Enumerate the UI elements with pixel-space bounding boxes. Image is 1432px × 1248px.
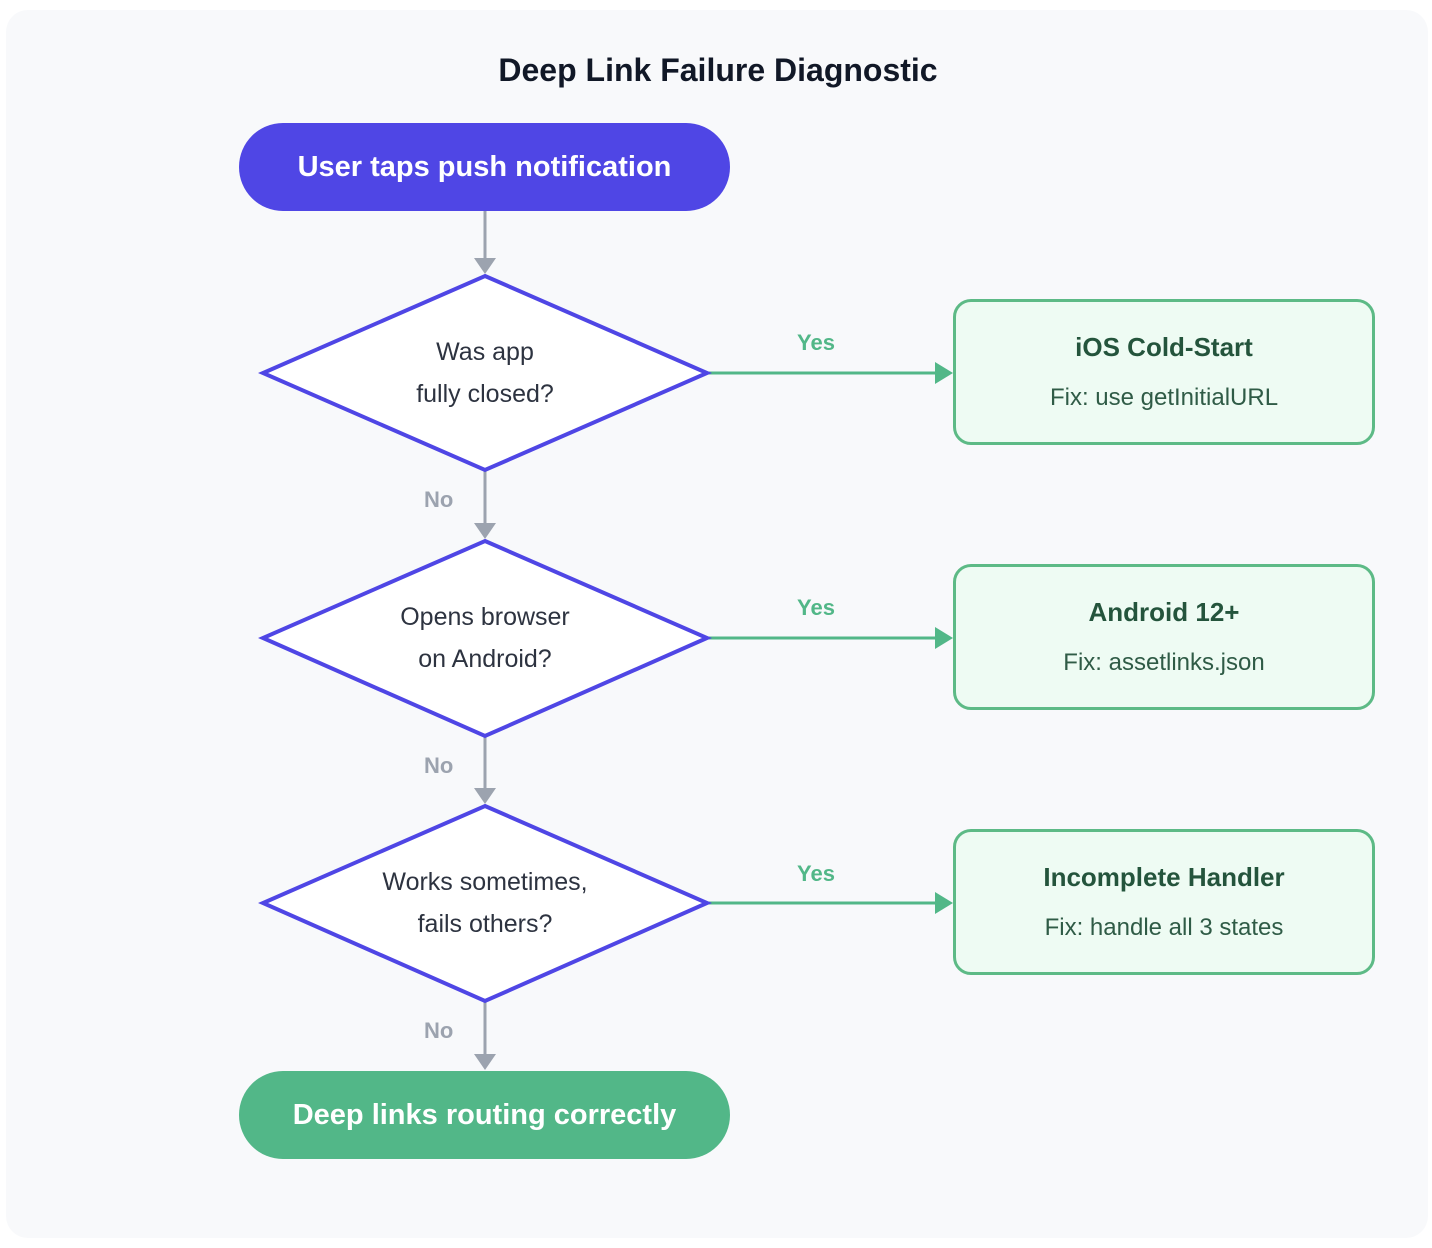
- arrowhead-icon: [935, 362, 953, 384]
- decision-text-line: on Android?: [418, 645, 552, 673]
- diagram-title: Deep Link Failure Diagnostic: [498, 52, 938, 88]
- decision-text-line: Opens browser: [400, 603, 570, 631]
- decision-text-line: Was app: [436, 338, 534, 366]
- branch-label-no: No: [424, 753, 454, 778]
- connector-d2-to-outcome: [707, 627, 953, 649]
- start-node: User taps push notification: [239, 123, 730, 211]
- decision-text-line: fails others?: [417, 910, 553, 938]
- decision-diamond-3: [258, 803, 712, 1004]
- branch-label-no: No: [424, 1018, 454, 1043]
- outcome-fix: Fix: use getInitialURL: [1049, 384, 1279, 411]
- decision-diamond-1: [258, 273, 712, 473]
- connector-start-to-d1: [474, 211, 496, 274]
- connector-d2-to-d3: [474, 736, 496, 804]
- decision-text-line: Works sometimes,: [382, 868, 588, 896]
- connector-d1-to-outcome: [707, 362, 953, 384]
- connector-d3-to-end: [474, 1001, 496, 1070]
- outcome-box-android-12: Android 12+ Fix: assetlinks.json: [953, 564, 1375, 710]
- arrowhead-icon: [474, 523, 496, 539]
- connector-d3-to-outcome: [707, 892, 953, 914]
- outcome-fix: Fix: assetlinks.json: [1063, 649, 1265, 676]
- decision-diamond-2: [258, 538, 712, 739]
- arrowhead-icon: [474, 788, 496, 804]
- branch-label-yes: Yes: [797, 861, 835, 886]
- decision-label-2: Opens browser on Android?: [335, 596, 635, 680]
- arrowhead-icon: [474, 1054, 496, 1070]
- arrowhead-icon: [935, 627, 953, 649]
- end-node: Deep links routing correctly: [239, 1071, 730, 1159]
- outcome-title: iOS Cold-Start: [1075, 332, 1253, 362]
- connector-d1-to-d2: [474, 470, 496, 539]
- arrowhead-icon: [474, 258, 496, 274]
- branch-label-yes: Yes: [797, 330, 835, 355]
- outcome-title: Incomplete Handler: [1043, 862, 1285, 892]
- outcome-box-ios-cold-start: iOS Cold-Start Fix: use getInitialURL: [953, 299, 1375, 445]
- branch-label-no: No: [424, 487, 454, 512]
- decision-label-1: Was app fully closed?: [335, 331, 635, 415]
- outcome-box-incomplete-handler: Incomplete Handler Fix: handle all 3 sta…: [953, 829, 1375, 975]
- arrowhead-icon: [935, 892, 953, 914]
- branch-label-yes: Yes: [797, 595, 835, 620]
- outcome-title: Android 12+: [1088, 597, 1240, 627]
- decision-label-3: Works sometimes, fails others?: [335, 861, 635, 945]
- outcome-fix: Fix: handle all 3 states: [1044, 914, 1284, 941]
- decision-text-line: fully closed?: [416, 380, 554, 408]
